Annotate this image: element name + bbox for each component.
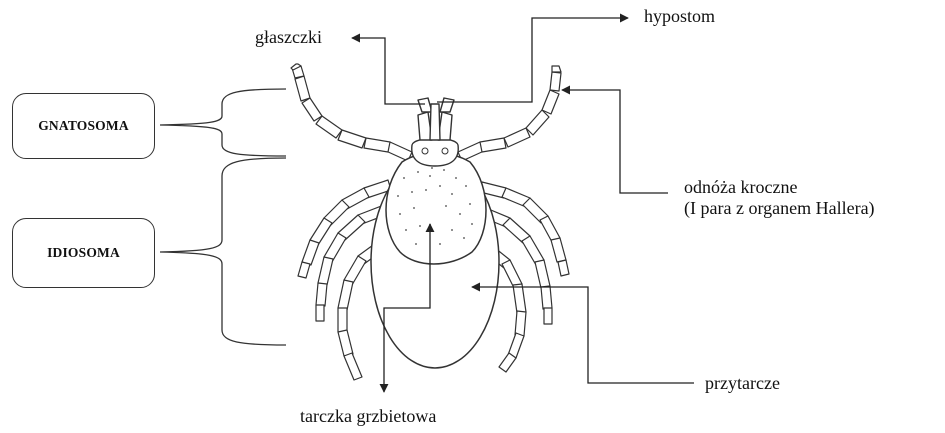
odnoza-arrow <box>562 90 668 193</box>
idiosoma-brace <box>160 158 286 345</box>
capitulum <box>412 98 459 166</box>
glaszczki-arrow <box>352 38 425 104</box>
dorsal-shield <box>386 153 486 264</box>
gnatosoma-brace <box>160 89 286 156</box>
